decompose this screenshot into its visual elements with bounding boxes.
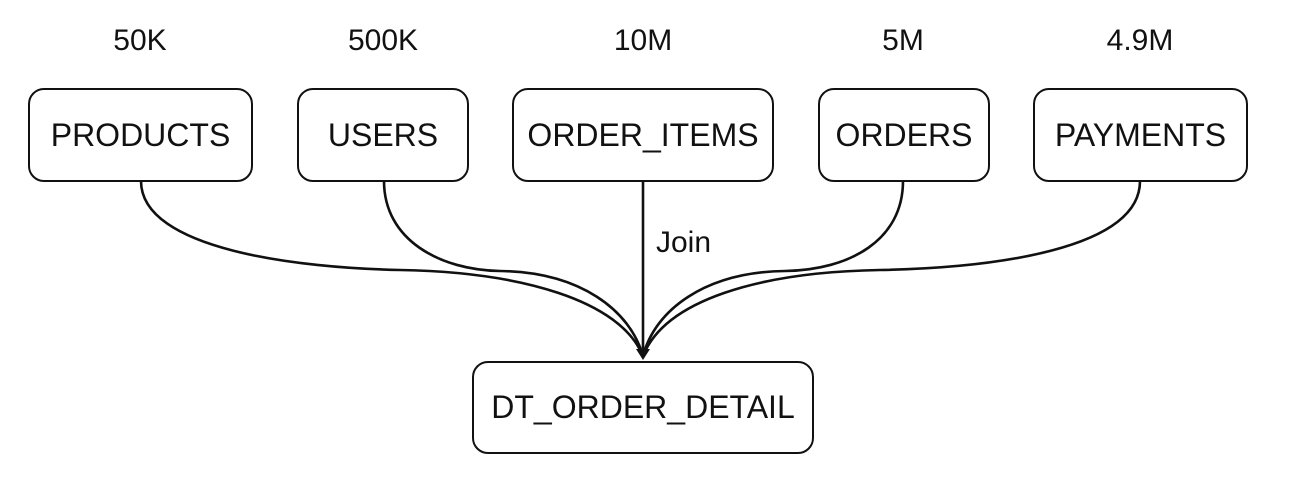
node-label: USERS: [327, 116, 439, 153]
row-count-products: 50K: [113, 24, 167, 57]
edge-label-join: Join: [656, 226, 712, 259]
edge-orders-to-dt-order-detail: [641, 180, 905, 357]
node-label: ORDER_ITEMS: [527, 116, 759, 153]
arrowhead-icon: [636, 349, 650, 360]
node-label: ORDERS: [835, 116, 973, 153]
node-users[interactable]: USERS: [297, 88, 469, 182]
row-count-order-items: 10M: [613, 24, 673, 57]
node-products[interactable]: PRODUCTS: [28, 88, 253, 182]
node-order-items[interactable]: ORDER_ITEMS: [512, 88, 774, 182]
row-count-users: 500K: [347, 24, 419, 57]
row-count-orders: 5M: [882, 24, 924, 57]
edge-payments-to-dt-order-detail: [641, 180, 1142, 357]
node-orders[interactable]: ORDERS: [818, 88, 990, 182]
node-dt-order-detail[interactable]: DT_ORDER_DETAIL: [472, 361, 814, 454]
row-count-payments: 4.9M: [1106, 24, 1174, 57]
node-label: PAYMENTS: [1054, 116, 1227, 153]
edge-users-to-dt-order-detail: [382, 180, 645, 357]
node-label: DT_ORDER_DETAIL: [491, 389, 795, 425]
node-label: PRODUCTS: [50, 116, 231, 153]
edge-products-to-dt-order-detail: [139, 180, 645, 357]
node-payments[interactable]: PAYMENTS: [1033, 88, 1248, 182]
